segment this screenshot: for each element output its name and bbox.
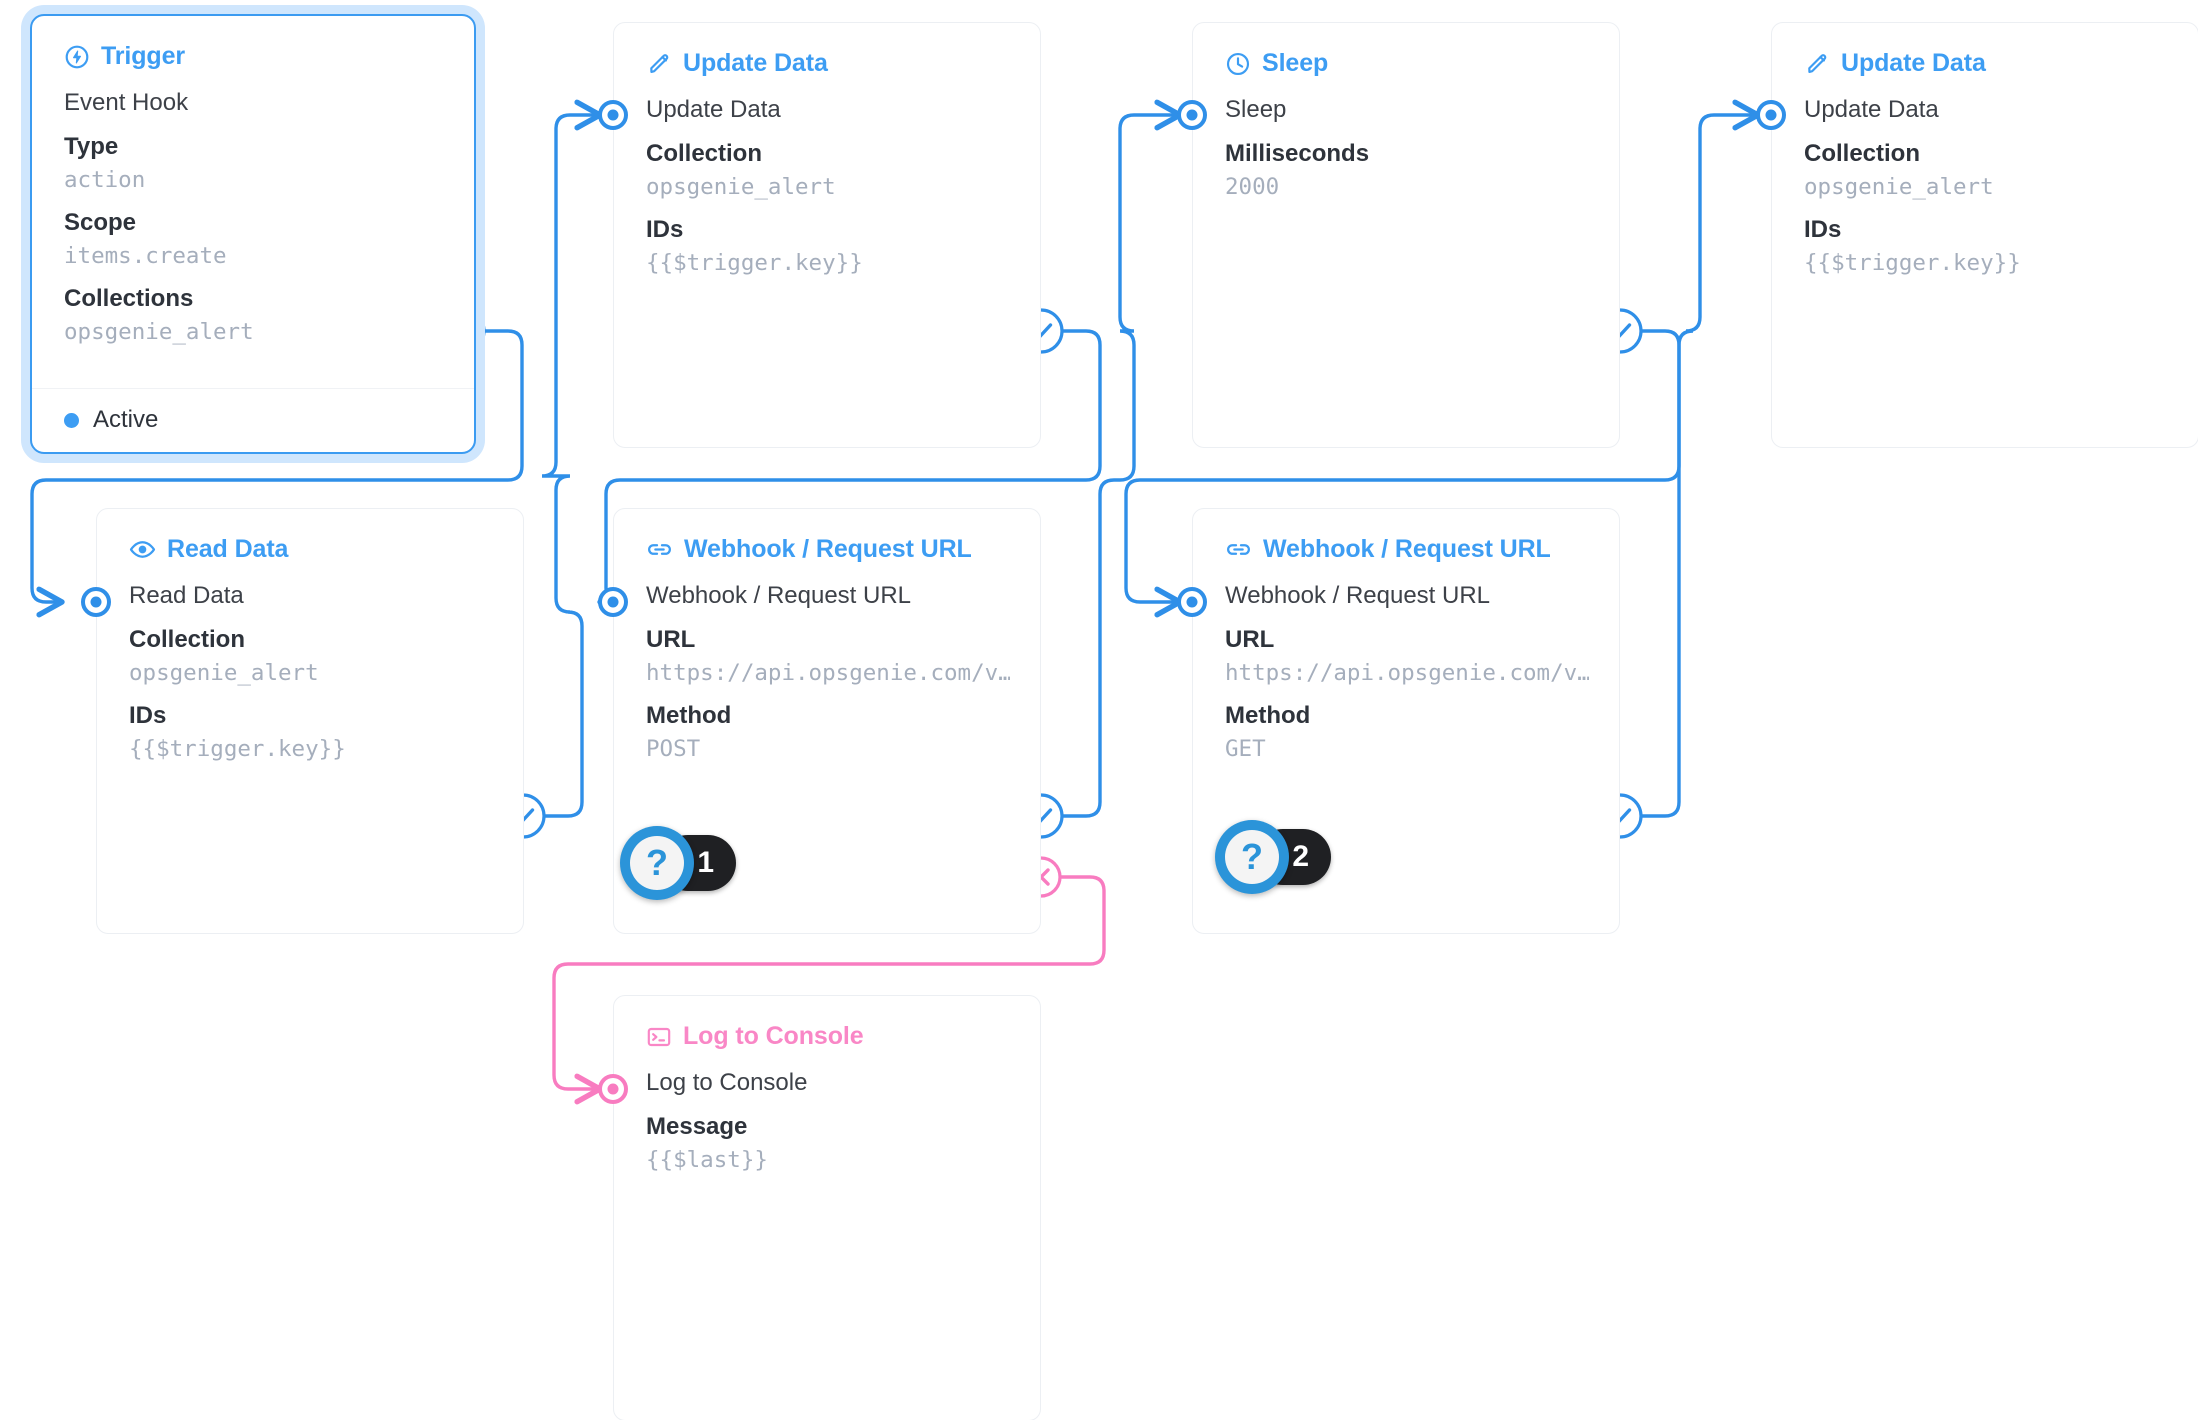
field-value-url: https://api.opsgenie.com/v… (646, 659, 1010, 686)
field-value-url: https://api.opsgenie.com/v… (1225, 659, 1589, 686)
field-value-ids: {{$trigger.key}} (1804, 249, 2021, 276)
node-input-port-webhook-1[interactable] (598, 587, 628, 617)
question-symbol: ? (630, 836, 684, 890)
question-mark-icon: ? (1215, 820, 1289, 894)
eye-icon (129, 536, 156, 563)
node-operation: Update Data (1804, 96, 1939, 123)
status-badge: Active (93, 406, 159, 433)
node-operation: Event Hook (64, 89, 189, 116)
node-input-port-webhook-2[interactable] (1177, 587, 1207, 617)
field-value-method: POST (646, 735, 701, 762)
node-title-webhook-2: Webhook / Request URL (1193, 509, 1619, 564)
field-value-message: {{$last}} (646, 1146, 768, 1173)
node-card-read-data[interactable]: Read Data Read Data Collection opsgenie_… (96, 508, 524, 934)
node-input-port-read-data[interactable] (81, 587, 111, 617)
field-label-collections: Collections (64, 285, 194, 312)
node-input-port-log-to-console[interactable] (598, 1074, 628, 1104)
terminal-icon (646, 1024, 672, 1050)
field-label-milliseconds: Milliseconds (1225, 140, 1370, 168)
link-icon (1225, 536, 1252, 563)
field-label-ids: IDs (129, 702, 167, 730)
field-label-url: URL (646, 626, 696, 654)
node-input-port-sleep[interactable] (1177, 100, 1207, 130)
node-operation: Log to Console (646, 1069, 808, 1096)
node-card-update-data-1[interactable]: Update Data Update Data Collection opsge… (613, 22, 1041, 448)
node-card-update-data-2[interactable]: Update Data Update Data Collection opsge… (1771, 22, 2198, 448)
node-body-update-data-1: Update Data Collection opsgenie_alert ID… (614, 78, 1040, 278)
node-card-trigger[interactable]: Trigger Event Hook Type action Scope ite… (30, 14, 476, 454)
node-body-webhook-2: Webhook / Request URL URL https://api.op… (1193, 564, 1619, 764)
node-body-log-to-console: Log to Console Message {{$last}} (614, 1051, 1040, 1175)
field-label-method: Method (646, 702, 732, 730)
field-label-url: URL (1225, 626, 1275, 654)
field-label-ids: IDs (646, 216, 684, 244)
field-value-ids: {{$trigger.key}} (646, 249, 863, 276)
node-title-text: Webhook / Request URL (1263, 535, 1551, 563)
node-title-text: Trigger (101, 42, 186, 70)
field-label-type: Type (64, 133, 119, 161)
node-title-webhook-1: Webhook / Request URL (614, 509, 1040, 564)
node-title-text: Update Data (1841, 49, 1986, 77)
field-value-collection: opsgenie_alert (1804, 173, 1994, 200)
field-value-collection: opsgenie_alert (129, 659, 319, 686)
pencil-icon (646, 51, 672, 77)
status-dot-icon (64, 412, 79, 428)
node-title-update-data-2: Update Data (1772, 23, 2198, 78)
field-value-scope: items.create (64, 242, 227, 269)
node-title-log-to-console: Log to Console (614, 996, 1040, 1051)
bolt-circle-icon (64, 44, 90, 70)
node-card-log-to-console[interactable]: Log to Console Log to Console Message {{… (613, 995, 1041, 1420)
node-title-text: Sleep (1262, 49, 1329, 77)
field-value-milliseconds: 2000 (1225, 173, 1280, 200)
field-value-collections: opsgenie_alert (64, 318, 254, 345)
clock-icon (1225, 51, 1251, 77)
node-title-sleep: Sleep (1193, 23, 1619, 78)
question-symbol: ? (1225, 830, 1279, 884)
field-value-collection: opsgenie_alert (646, 173, 836, 200)
node-operation: Read Data (129, 582, 244, 609)
node-title-trigger: Trigger (32, 16, 474, 71)
node-operation: Webhook / Request URL (1225, 582, 1491, 609)
field-value-method: GET (1225, 735, 1266, 762)
field-label-scope: Scope (64, 209, 137, 237)
field-label-ids: IDs (1804, 216, 1842, 244)
node-body-update-data-2: Update Data Collection opsgenie_alert ID… (1772, 78, 2198, 278)
question-mark-icon: ? (620, 826, 694, 900)
link-icon (646, 536, 673, 563)
node-title-read-data: Read Data (97, 509, 523, 564)
node-body-sleep: Sleep Milliseconds 2000 (1193, 78, 1619, 202)
node-operation: Update Data (646, 96, 781, 123)
field-label-collection: Collection (129, 626, 246, 654)
field-label-collection: Collection (646, 140, 763, 168)
node-operation: Sleep (1225, 96, 1287, 123)
field-value-ids: {{$trigger.key}} (129, 735, 346, 762)
field-label-collection: Collection (1804, 140, 1921, 168)
node-card-sleep[interactable]: Sleep Sleep Milliseconds 2000 (1192, 22, 1620, 448)
node-body-trigger: Event Hook Type action Scope items.creat… (32, 71, 474, 347)
node-title-text: Webhook / Request URL (684, 535, 972, 563)
field-value-type: action (64, 166, 146, 193)
node-title-text: Update Data (683, 49, 828, 77)
field-label-message: Message (646, 1113, 748, 1141)
node-body-read-data: Read Data Collection opsgenie_alert IDs … (97, 564, 523, 764)
unresolved-badge-2[interactable]: ? 2 (1215, 820, 1331, 894)
node-title-text: Log to Console (683, 1022, 864, 1050)
node-input-port-update-data-1[interactable] (598, 100, 628, 130)
node-operation: Webhook / Request URL (646, 582, 912, 609)
field-label-method: Method (1225, 702, 1311, 730)
pencil-icon (1804, 51, 1830, 77)
node-title-text: Read Data (167, 535, 289, 563)
node-input-port-update-data-2[interactable] (1756, 100, 1786, 130)
node-title-update-data-1: Update Data (614, 23, 1040, 78)
node-body-webhook-1: Webhook / Request URL URL https://api.op… (614, 564, 1040, 764)
unresolved-badge-1[interactable]: ? 1 (620, 826, 736, 900)
node-footer-status: Active (32, 388, 474, 452)
